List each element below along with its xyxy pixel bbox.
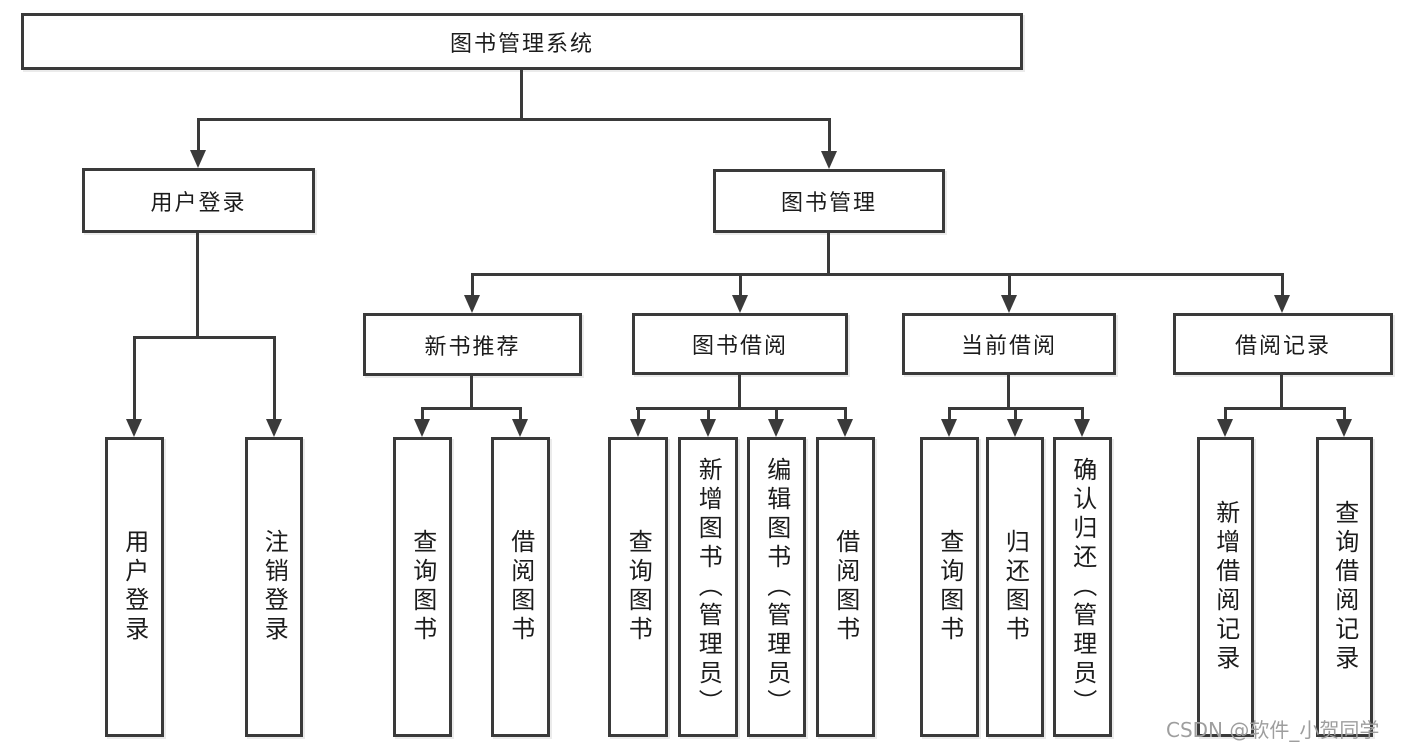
connector-borrow-split	[636, 407, 847, 410]
arrow-down-icon	[941, 407, 957, 437]
arrow-down-icon	[1274, 273, 1290, 313]
connector-management-trunk	[827, 233, 830, 276]
node-new-book-recommend: 新书推荐	[363, 313, 582, 376]
arrow-down-icon	[1217, 407, 1233, 437]
arrow-down-icon	[1001, 273, 1017, 313]
arrow-down-icon	[464, 273, 480, 313]
connector-root-trunk	[520, 70, 523, 118]
arrow-down-icon	[630, 407, 646, 437]
leaf-query-borrow-record: 查询借阅记录	[1316, 437, 1373, 737]
leaf-borrow-books-recommend: 借阅图书	[491, 437, 550, 737]
leaf-add-books-admin: 新增图书（管理员）	[678, 437, 738, 737]
leaf-query-books-current: 查询图书	[920, 437, 979, 737]
leaf-query-books-recommend: 查询图书	[393, 437, 452, 737]
connector-recommend-split	[421, 407, 522, 410]
arrow-down-icon	[1007, 407, 1023, 437]
leaf-borrow-books: 借阅图书	[816, 437, 875, 737]
leaf-user-login: 用户登录	[105, 437, 164, 737]
arrow-down-icon	[190, 118, 206, 168]
connector-login-trunk	[196, 232, 199, 339]
connector-current-trunk	[1007, 375, 1010, 410]
arrow-down-icon	[837, 407, 853, 437]
node-library-system: 图书管理系统	[21, 13, 1023, 70]
arrow-down-icon	[414, 407, 430, 437]
connector-recommend-trunk	[470, 376, 473, 410]
leaf-add-borrow-record: 新增借阅记录	[1197, 437, 1254, 737]
connector-borrow-trunk	[738, 374, 741, 410]
node-book-management: 图书管理	[713, 169, 945, 233]
connector-records-split	[1224, 407, 1346, 410]
arrow-down-icon	[512, 407, 528, 437]
connector-level2-branch	[197, 118, 831, 121]
arrow-down-icon	[768, 407, 784, 437]
arrow-down-icon	[1074, 407, 1090, 437]
leaf-confirm-return-admin: 确认归还（管理员）	[1053, 437, 1112, 737]
node-book-borrow: 图书借阅	[632, 313, 848, 375]
watermark: CSDN @软件_小贺同学	[1166, 718, 1380, 742]
arrow-down-icon	[126, 336, 142, 437]
arrow-down-icon	[821, 118, 837, 169]
leaf-query-books-borrow: 查询图书	[608, 437, 668, 737]
arrow-down-icon	[732, 273, 748, 313]
arrow-down-icon	[1336, 407, 1352, 437]
node-user-login: 用户登录	[82, 168, 315, 233]
leaf-logout: 注销登录	[245, 437, 303, 737]
leaf-edit-books-admin: 编辑图书（管理员）	[747, 437, 806, 737]
arrow-down-icon	[266, 336, 282, 437]
node-current-borrow: 当前借阅	[902, 313, 1116, 375]
connector-login-split	[133, 336, 276, 339]
leaf-return-books: 归还图书	[986, 437, 1044, 737]
connector-level3-branch	[471, 273, 1284, 276]
connector-records-trunk	[1280, 375, 1283, 410]
node-borrow-records: 借阅记录	[1173, 313, 1393, 375]
arrow-down-icon	[700, 407, 716, 437]
